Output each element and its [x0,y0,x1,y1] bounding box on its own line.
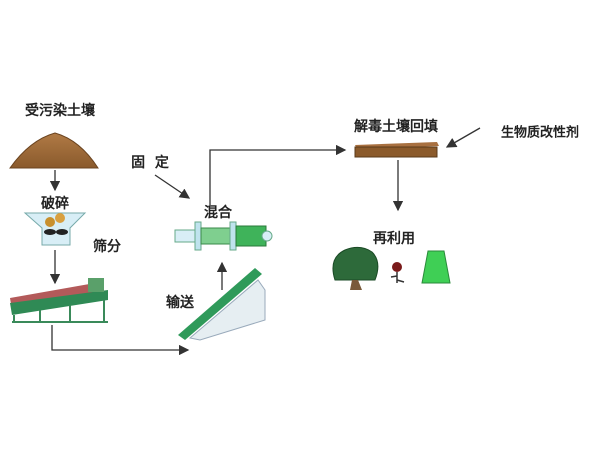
label-detox-backfill: 解毒土壤回填 [354,119,438,135]
soil-pile-icon [9,132,99,169]
label-mixing: 混合 [204,205,232,221]
crusher-hopper-icon [23,212,87,246]
label-conveying: 输送 [166,295,194,311]
label-contaminated-soil: 受污染土壤 [25,103,95,119]
mixer-icon [174,221,273,251]
arrow-modifier-to-board [445,127,481,148]
flower-icon [390,262,405,283]
label-biomass-modifier: 生物质改性剂 [500,125,580,141]
label-fixing: 固 定 [131,155,169,171]
screening-drum-icon [10,278,108,323]
label-screening: 筛分 [93,239,121,255]
soil-board-icon [354,142,439,158]
label-crushing: 破碎 [41,196,69,212]
lawn-trapezoid-icon [421,250,451,284]
tree-icon [332,246,379,290]
arrow-screen-to-conveyor [51,325,190,356]
label-reuse: 再利用 [373,231,415,247]
arrow-fixing-to-mixer [154,174,191,199]
arrow-mixer-to-backfill [209,144,347,205]
conveyor-icon [178,268,266,341]
